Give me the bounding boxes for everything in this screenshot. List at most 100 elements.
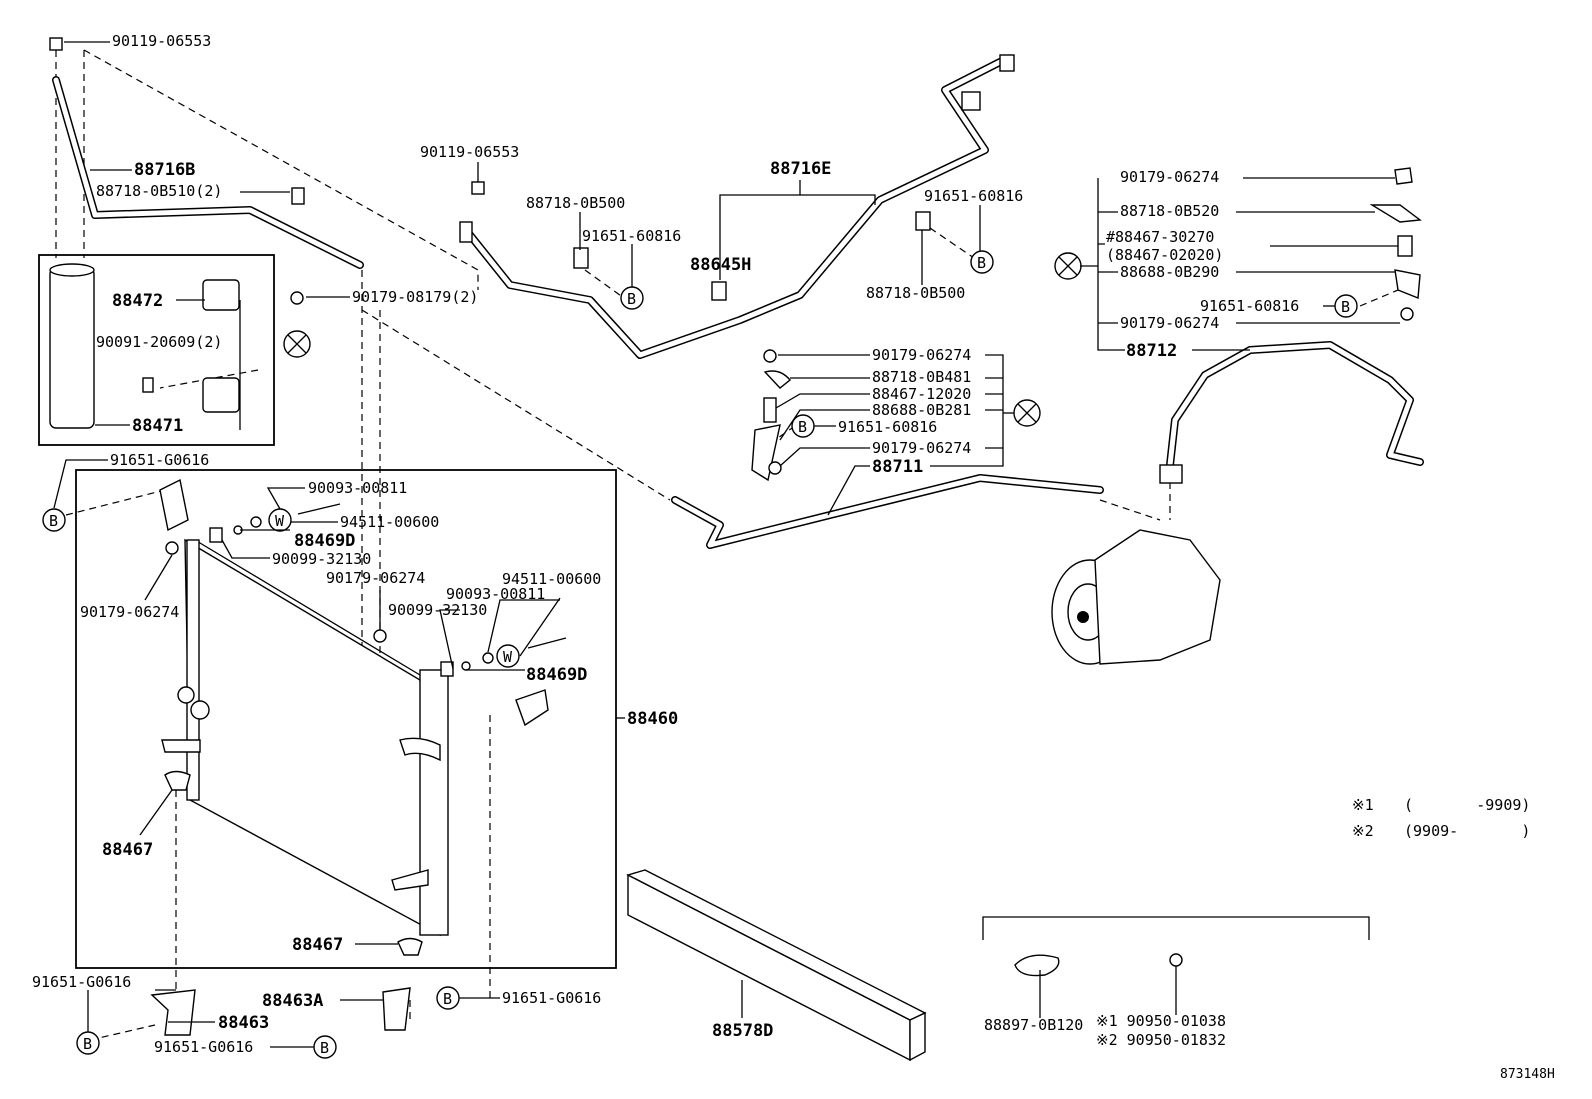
label-88897-0B120: 88897-0B120 [984,1016,1083,1034]
label-90179-06274: 90179-06274 [1120,168,1219,186]
label-90099-32130: 90099-32130 [272,550,371,568]
svg-text:B: B [627,290,636,308]
svg-text:B: B [83,1035,92,1053]
clamp [915,211,931,231]
label-91651-60816: 91651-60816 [838,418,937,436]
receiver-box [38,254,275,446]
label-90119-06553: 90119-06553 [420,143,519,161]
label-88645H: 88645H [690,255,751,275]
svg-text:B: B [1341,298,1350,316]
clamp [1369,204,1422,223]
label-90179-06274: 90179-06274 [872,439,971,457]
guide-line [1359,284,1411,307]
label-88467-12020: 88467-12020 [872,385,971,403]
label-94511-00600: 94511-00600 [340,513,439,531]
reference-symbol-icon [283,330,311,358]
guide-line [584,269,625,299]
label-88471: 88471 [132,416,183,436]
label-90093-00811: 90093-00811 [446,585,545,603]
bolt [49,37,63,51]
reference-symbol-icon [1013,399,1041,427]
label-90950-01038: ※1 90950-01038 [1096,1012,1226,1030]
bracket [159,478,189,532]
guide-line [89,1024,156,1041]
bracket-88463 [150,989,196,1036]
condenser-box [75,469,617,969]
label-90179-06274: 90179-06274 [872,346,971,364]
legend-note2-range: (9909- ) [1404,822,1530,840]
symbol-b-icon: B [791,414,815,438]
label-88467-02020: (88467-02020) [1106,246,1223,264]
symbol-w-icon: W [496,644,520,668]
symbol-b-icon: B [970,250,994,274]
label-88716E: 88716E [770,159,831,179]
label-91651-60816: 91651-60816 [582,227,681,245]
condenser-core [184,538,441,937]
symbol-b-icon: B [1334,294,1358,318]
label-91651-60816: 91651-60816 [1200,297,1299,315]
label-90099-32130: 90099-32130 [388,601,487,619]
nut [290,291,304,305]
cushion-88467 [164,770,191,791]
label-90179-06274: 90179-06274 [80,603,179,621]
label-88472: 88472 [112,291,163,311]
guide-line [65,489,166,516]
nut [763,349,777,363]
label-91651-G0616: 91651-G0616 [110,451,209,469]
label-88463: 88463 [218,1013,269,1033]
label-91651-60816: 91651-60816 [924,187,1023,205]
svg-text:B: B [977,254,986,272]
receiver-bracket-lower [202,377,240,413]
symbol-b-icon: B [42,508,66,532]
nut [768,461,782,475]
label-88688-0B281: 88688-0B281 [872,401,971,419]
bracket [751,424,781,482]
label-88469D: 88469D [526,665,587,685]
label-90179-08179: 90179-08179(2) [352,288,478,306]
clamp [763,370,791,389]
clamp [291,187,305,205]
nut [1400,307,1414,321]
clamp [573,247,589,269]
label-88716B: 88716B [134,160,195,180]
label-90119-06553: 90119-06553 [112,32,211,50]
insulator [763,397,777,423]
guide-line [361,309,671,501]
label-94511-00600: 94511-00600 [502,570,601,588]
label-88460: 88460 [627,709,678,729]
symbol-b-icon: B [436,986,460,1010]
receiver-dryer [49,267,95,429]
svg-text:W: W [503,648,513,666]
bracket-note-box [982,916,1370,940]
bracket [1394,269,1421,300]
svg-text:W: W [275,512,285,530]
pipe-88712 [1166,341,1424,469]
label-88467: 88467 [292,935,343,955]
label-88467: 88467 [102,840,153,860]
label-90950-01832: ※2 90950-01832 [1096,1031,1226,1049]
nut [1394,167,1413,185]
reference-symbol-icon [1054,252,1082,280]
pressure-switch [711,281,727,301]
symbol-b-icon: B [620,286,644,310]
legend-note2-mark: ※2 [1352,822,1374,840]
label-88712: 88712 [1126,341,1177,361]
label-88688-0B290: 88688-0B290 [1120,263,1219,281]
grommet [1169,953,1183,967]
label-91651-G0616: 91651-G0616 [154,1038,253,1056]
label-88718-0B500: 88718-0B500 [866,284,965,302]
bolt [142,377,154,393]
bracket [515,689,549,727]
label-88469D: 88469D [294,531,355,551]
receiver-bracket-upper [202,279,240,311]
cooler-pad [1014,954,1060,977]
svg-text:B: B [49,512,58,530]
label-88718-0B510: 88718-0B510(2) [96,182,222,200]
legend-note1-mark: ※1 [1352,796,1374,814]
label-90179-06274: 90179-06274 [326,569,425,587]
label-88718-0B481: 88718-0B481 [872,368,971,386]
label-88467-30270: #88467-30270 [1106,228,1214,246]
insulator [1397,235,1413,257]
symbol-b-icon: B [76,1031,100,1055]
